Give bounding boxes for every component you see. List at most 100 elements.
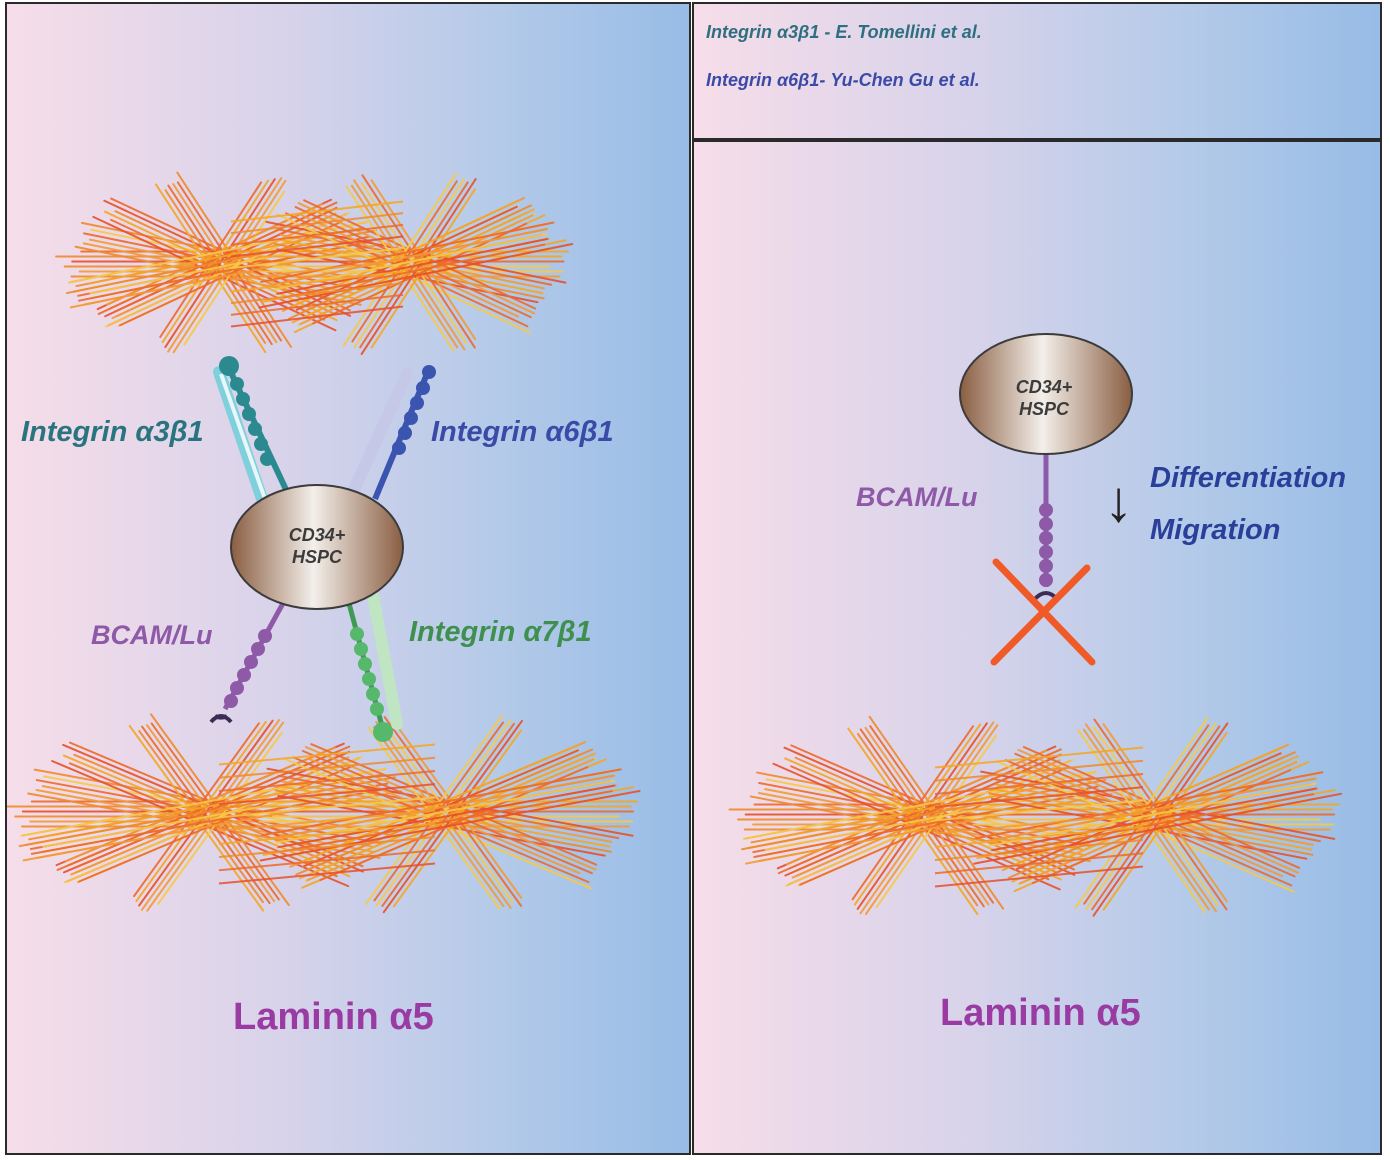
laminin-fiber: [138, 730, 264, 904]
laminin-fiber: [1082, 728, 1210, 911]
reference-2: Integrin α6β1- Yu-Chen Gu et al.: [706, 70, 980, 90]
laminin-fiber: [934, 865, 1144, 888]
laminin-fiber: [133, 722, 260, 898]
laminin-fiber: [218, 862, 436, 885]
laminin-fiber: [373, 721, 505, 902]
bcam-lu-label-right: BCAM/Lu: [856, 482, 978, 512]
blocked-cross-icon: [990, 558, 1096, 666]
laminin-fiber: [997, 793, 1315, 856]
laminin-fiber: [934, 852, 1144, 875]
laminin-fiber: [753, 790, 1102, 858]
laminin-fiber: [1102, 731, 1228, 911]
laminin-title-right: Laminin α5: [940, 992, 1141, 1034]
laminin-fiber: [856, 732, 979, 907]
laminin-fiber: [230, 200, 404, 223]
laminin-fiber: [375, 720, 512, 909]
laminin-fiber: [89, 238, 358, 295]
integrin-a3b1-receptor: [213, 356, 292, 505]
laminin-fiber: [1074, 716, 1209, 909]
bcam-lu-receptor-right: [1032, 447, 1060, 602]
laminin-fiber: [934, 825, 1144, 848]
laminin-fiber: [260, 221, 555, 283]
laminin-fiber: [230, 282, 404, 305]
laminin-fiber: [273, 233, 548, 291]
laminin-fiber: [218, 836, 436, 859]
laminin-fiber: [65, 229, 378, 295]
laminin-fiber: [758, 795, 1100, 862]
laminin-title-left: Laminin α5: [233, 996, 434, 1038]
laminin-fiber: [218, 743, 436, 766]
integrin-a6b1-receptor: [346, 365, 436, 501]
laminin-fiber: [973, 792, 1343, 865]
hspc-cell-right: [959, 333, 1133, 455]
laminin-fiber: [172, 179, 287, 354]
laminin-fiber: [934, 759, 1144, 782]
laminin-fiber: [786, 749, 1048, 866]
laminin-fiber: [42, 784, 376, 848]
laminin-fiber: [934, 839, 1144, 862]
laminin-fiber: [351, 180, 458, 343]
cell-line-1-right: CD34+: [1015, 377, 1073, 397]
laminin-fiber: [150, 722, 280, 901]
laminin-fiber: [974, 771, 1324, 840]
laminin-fiber: [869, 725, 995, 904]
hspc-cell-label: CD34+ HSPC: [257, 524, 377, 568]
laminin-fiber: [230, 270, 404, 293]
laminin-fiber: [259, 790, 641, 862]
laminin-fiber: [392, 729, 523, 908]
cell-line-2-right: HSPC: [1018, 399, 1069, 419]
laminin-fiber: [271, 774, 616, 840]
laminin-fiber: [764, 787, 1087, 851]
laminin-fiber: [64, 746, 336, 863]
laminin-fiber: [230, 305, 404, 328]
laminin-fiber: [218, 756, 436, 779]
right-panel: CD34+ HSPC BCAM/Lu ↓ Differentiation Mig…: [692, 140, 1382, 1155]
laminin-fiber: [135, 720, 267, 903]
effect-differentiation: Differentiation: [1150, 462, 1347, 494]
cell-line-1: CD34+: [288, 525, 346, 545]
laminin-fiber: [146, 721, 285, 912]
laminin-fiber: [230, 258, 404, 281]
laminin-fiber: [230, 293, 404, 316]
laminin-fiber: [934, 772, 1144, 795]
laminin-fiber: [741, 779, 1107, 851]
laminin-fiber: [258, 242, 574, 309]
laminin-fiber: [270, 227, 548, 286]
laminin-fiber: [218, 822, 436, 845]
laminin-mesh-top: [55, 171, 574, 356]
laminin-fiber: [864, 724, 999, 916]
laminin-fiber: [991, 787, 1317, 852]
laminin-fiber: [145, 724, 276, 903]
laminin-fiber: [218, 769, 436, 792]
laminin-fiber: [350, 184, 459, 349]
laminin-fiber: [141, 725, 271, 905]
right-diagram: [728, 333, 1343, 917]
references-panel: Integrin α3β1 - E. Tomellini et al. Inte…: [692, 2, 1382, 140]
laminin-fiber: [289, 200, 518, 309]
hspc-cell-label-right: CD34+ HSPC: [984, 376, 1104, 420]
bcam-lu-receptor: [209, 594, 290, 724]
laminin-fiber: [988, 782, 1317, 847]
laminin-fiber: [1083, 724, 1210, 905]
laminin-mesh-bottom: [7, 713, 641, 914]
bcam-lu-label: BCAM/Lu: [91, 620, 213, 650]
integrin-a3b1-label: Integrin α3β1: [21, 416, 204, 448]
reference-1: Integrin α3β1 - E. Tomellini et al.: [706, 22, 982, 42]
cell-line-2: HSPC: [291, 547, 342, 567]
laminin-fiber: [230, 235, 404, 258]
laminin-fiber: [230, 247, 404, 270]
laminin-fiber: [218, 809, 436, 832]
laminin-fiber: [282, 243, 546, 299]
laminin-fiber: [1092, 722, 1229, 917]
laminin-fiber: [164, 189, 267, 344]
laminin-fiber: [373, 726, 505, 908]
integrin-a7b1-label: Integrin α7β1: [409, 616, 592, 648]
laminin-fiber: [18, 776, 396, 848]
laminin-fiber: [283, 790, 613, 852]
laminin-fiber: [851, 725, 975, 901]
laminin-fiber: [799, 767, 1067, 886]
laminin-fiber: [218, 849, 436, 872]
laminin-fiber: [934, 812, 1144, 835]
laminin-fiber: [853, 723, 982, 906]
laminin-fiber: [218, 783, 436, 806]
